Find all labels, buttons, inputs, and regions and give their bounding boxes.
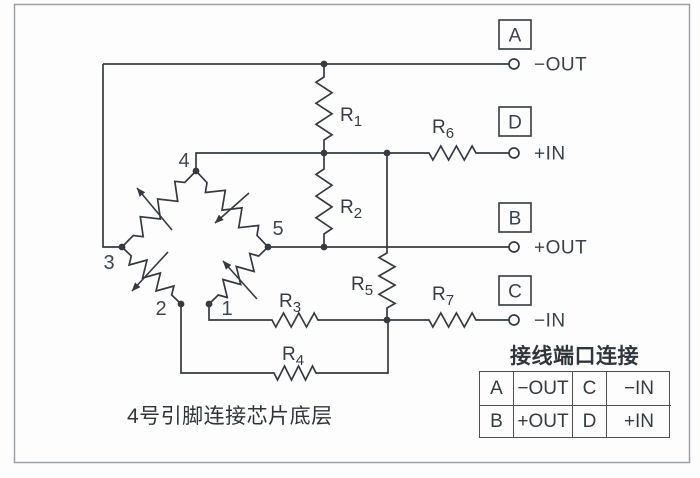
signal-label-pos-in: +IN <box>534 144 566 165</box>
resistor-r4-body <box>272 364 318 382</box>
wire-node4-to-posin <box>195 152 427 171</box>
table-cell-signal: −OUT <box>514 372 573 406</box>
table-cell-signal: +OUT <box>514 406 573 438</box>
resistor-label-r2: R <box>340 197 354 218</box>
pin-label-5: 5 <box>272 218 283 240</box>
terminal-connection-table: A −OUT C −IN B +OUT D +IN <box>479 371 671 438</box>
table-cell-terminal: D <box>573 406 607 438</box>
terminal-pad-B <box>508 241 520 253</box>
junction-dot <box>383 149 391 157</box>
resistor-r1-body <box>314 64 334 153</box>
terminal-box-A <box>498 19 532 50</box>
wire-node1-to-r3 <box>208 304 270 321</box>
strain-gauge-4-3-arrow <box>136 187 173 231</box>
resistor-label-r2-sub: 2 <box>354 205 362 222</box>
junction-dot <box>320 149 328 157</box>
terminal-pad-D <box>508 147 520 159</box>
table-cell-signal: −IN <box>607 372 671 406</box>
table-cell-signal: +IN <box>623 411 655 432</box>
terminal-letter-D: D <box>508 113 522 134</box>
resistor-label-r4-sub: 4 <box>296 352 304 369</box>
resistor-label-r6-sub: 6 <box>446 125 454 142</box>
figure-border <box>13 3 691 464</box>
table-cell-terminal: A <box>480 372 514 406</box>
terminal-letter-B: B <box>509 209 522 230</box>
resistor-label-r7: R <box>432 284 446 305</box>
terminal-box-B <box>498 202 532 233</box>
resistor-r5-body <box>377 153 397 320</box>
strain-gauge-1-5-body <box>208 246 269 305</box>
strain-gauge-3-2-arrow <box>131 251 169 292</box>
svg-text:R2: R2 <box>340 197 362 222</box>
junction-dot <box>320 60 328 68</box>
resistor-label-r7-sub: 7 <box>446 292 454 309</box>
terminal-pad-C <box>508 314 520 326</box>
svg-text:R5: R5 <box>351 274 373 299</box>
signal-label-pos-out: +OUT <box>534 238 587 259</box>
svg-text:R7: R7 <box>432 284 454 309</box>
wire-left-riser <box>102 64 122 248</box>
svg-text:R1: R1 <box>340 105 362 130</box>
junction-dot <box>264 243 272 251</box>
strain-gauge-3-2-body <box>121 246 182 305</box>
pin-label-2: 2 <box>155 298 166 320</box>
junction-dot <box>383 316 391 324</box>
terminal-box-D <box>498 106 532 137</box>
svg-text:R6: R6 <box>432 117 454 142</box>
svg-text:R4: R4 <box>282 344 304 369</box>
wires-group <box>102 60 509 382</box>
terminal-pad-A <box>508 58 520 70</box>
resistor-r2-body <box>314 153 334 247</box>
resistor-label-r3-sub: 3 <box>293 299 301 316</box>
resistor-r7-body <box>427 311 478 329</box>
resistor-label-r6: R <box>432 117 446 138</box>
junction-dot <box>177 300 185 308</box>
svg-text:R3: R3 <box>279 291 301 316</box>
resistor-label-r4: R <box>282 344 296 365</box>
resistor-label-r5-sub: 5 <box>365 282 373 299</box>
table-title: 接线端口连接 <box>510 345 639 368</box>
resistor-label-r5: R <box>351 274 365 295</box>
strain-gauge-1-5-arrow <box>222 260 258 300</box>
table-cell-terminal: C <box>573 372 607 406</box>
wire-node2-to-r4 <box>180 304 272 374</box>
junction-dot <box>320 243 328 251</box>
resistor-r3-body <box>270 311 320 329</box>
resistor-label-r1: R <box>340 105 354 126</box>
resistor-label-r1-sub: 1 <box>354 113 362 130</box>
junction-dot <box>118 243 126 251</box>
pin-label-3: 3 <box>103 252 114 274</box>
pin-label-1: 1 <box>221 298 232 320</box>
terminal-letter-C: C <box>508 282 522 303</box>
resistor-r6-body <box>427 144 478 162</box>
signal-label-neg-in: −IN <box>534 311 566 332</box>
terminal-box-C <box>498 275 532 306</box>
junction-dot <box>205 300 213 308</box>
strain-gauge-4-3-body <box>121 170 197 248</box>
pin-label-4: 4 <box>178 150 189 172</box>
wire-r4-to-junction <box>318 320 389 374</box>
junction-dot <box>192 167 200 175</box>
figure-caption: 4号引脚连接芯片底层 <box>127 405 333 428</box>
terminal-letter-A: A <box>509 26 522 47</box>
strain-gauge-4-5-arrow <box>214 192 250 224</box>
signal-label-neg-out: −OUT <box>534 55 587 76</box>
table-cell-terminal: B <box>480 406 514 438</box>
resistor-label-r3: R <box>279 291 293 312</box>
